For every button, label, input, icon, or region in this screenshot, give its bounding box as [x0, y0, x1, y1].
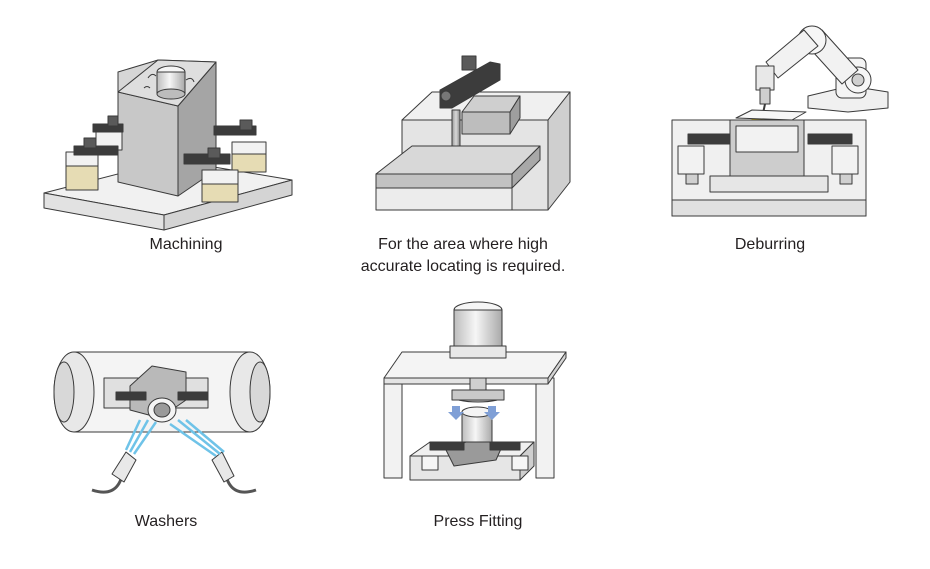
washers-illustration — [53, 351, 271, 494]
machining-clamp-left-1 — [92, 115, 124, 151]
machining-illustration — [43, 59, 293, 231]
caption-locating-line1: For the area where high — [378, 236, 548, 253]
machining-block-front — [117, 91, 179, 197]
press-clamp-left — [429, 441, 465, 451]
caption-washers: Washers — [134, 513, 198, 530]
machining-base-side — [163, 179, 293, 231]
press-arrows — [448, 406, 500, 420]
machining-clamp-left-2 — [65, 137, 119, 191]
deburring-illustration — [671, 25, 889, 217]
machining-clamp-right-2 — [183, 147, 239, 203]
arrow-down-right-icon — [484, 406, 500, 420]
caption-machining: Machining — [149, 236, 223, 253]
deburr-clamp-left — [687, 133, 731, 145]
washer-nozzle-left — [91, 451, 137, 494]
press-cylinder — [453, 309, 503, 349]
caption-press-fitting: Press Fitting — [433, 513, 523, 530]
caption-deburring: Deburring — [734, 236, 806, 253]
locating-workpiece-top — [375, 145, 541, 175]
machining-clamp-right-1 — [213, 119, 267, 173]
locating-clamp-arm — [439, 61, 501, 109]
caption-locating-line2: accurate locating is required. — [360, 258, 566, 275]
deburr-clamp-right — [807, 133, 853, 145]
arrow-down-left-icon — [448, 406, 464, 420]
locating-illustration — [375, 55, 571, 211]
washer-spray — [124, 419, 225, 458]
press-part — [461, 411, 493, 447]
press-fitting-illustration — [383, 301, 567, 481]
washer-nozzle-right — [211, 451, 257, 494]
